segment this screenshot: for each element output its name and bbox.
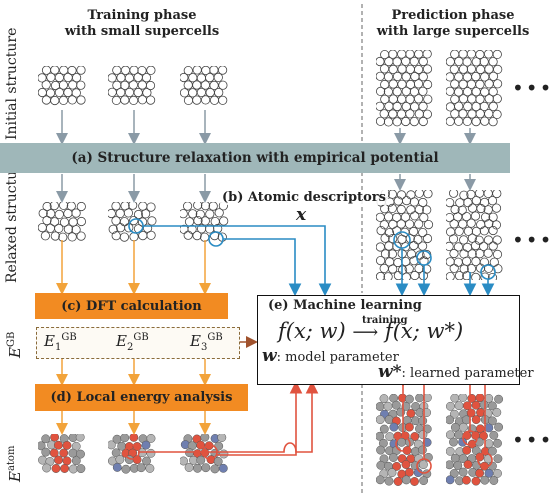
prediction-phase-line2: with large supercells [376, 24, 530, 39]
initial-large-cell-1 [376, 50, 433, 127]
gb-energy-1: E1GB [44, 332, 77, 353]
prediction-phase-line1: Prediction phase [391, 8, 515, 23]
ml-learned-parameter: w*: learned parameter [378, 362, 534, 382]
ellipsis-initial: ••• [512, 76, 550, 100]
ml-formula: f(x; w) ⟶ f(x; w*) [278, 319, 463, 343]
atom-energy-small-cell-2 [108, 434, 156, 474]
atom-energy-small-cell-1 [38, 434, 86, 474]
ellipsis-relaxed: ••• [512, 228, 550, 252]
initial-small-cell-1 [38, 66, 86, 106]
ml-formula-arrow: ⟶ [352, 322, 379, 343]
gb-energy-2-letter: E [116, 332, 127, 350]
initial-large-cell-2 [446, 50, 503, 127]
training-phase-line1: Training phase [87, 8, 197, 23]
relaxed-small-cell-2 [108, 202, 157, 242]
gb-energy-3-sub: 3 [200, 342, 208, 353]
relaxed-large-cell-2 [446, 190, 503, 280]
gb-energy-3-sup: GB [207, 332, 223, 343]
gb-energy-2-sup: GB [133, 332, 149, 343]
machine-learning-title: (e) Machine learning [268, 298, 422, 313]
prediction-phase-title: Prediction phase with large supercells [368, 8, 538, 40]
atomic-descriptors-label: (b) Atomic descriptors [220, 190, 388, 205]
ml-w-desc: : model parameter [276, 350, 399, 365]
ml-wstar-desc: : learned parameter [401, 366, 534, 381]
ml-w-symbol: w [262, 346, 277, 366]
training-phase-title: Training phase with small supercells [62, 8, 222, 40]
ml-formula-left: f(x; w) [278, 319, 346, 343]
ml-training-label: training [362, 315, 408, 326]
structure-relaxation-bar: (a) Structure relaxation with empirical … [0, 143, 510, 173]
gb-energy-2-sub: 2 [126, 342, 134, 353]
descriptor-x-symbol: x [296, 205, 307, 225]
machine-learning-box [257, 295, 520, 385]
gb-energy-1-letter: E [44, 332, 55, 350]
initial-small-cell-3 [180, 66, 228, 106]
gb-energy-box [36, 327, 240, 359]
gb-energy-3: E3GB [190, 332, 223, 353]
gb-energy-2: E2GB [116, 332, 149, 353]
ml-formula-right: f(x; w*) [384, 319, 464, 343]
gb-energy-3-letter: E [190, 332, 201, 350]
gb-energy-1-sub: 1 [54, 342, 62, 353]
local-energy-analysis-bar: (d) Local energy analysis [35, 384, 248, 411]
ml-wstar-symbol: w* [378, 362, 402, 382]
ellipsis-atom: ••• [512, 428, 550, 452]
training-phase-line2: with small supercells [64, 24, 220, 39]
dft-calculation-bar: (c) DFT calculation [35, 293, 228, 319]
ml-model-parameter: w: model parameter [262, 346, 399, 366]
gb-energy-1-sup: GB [61, 332, 77, 343]
initial-small-cell-2 [108, 66, 156, 106]
relaxed-small-cell-1 [38, 202, 87, 242]
